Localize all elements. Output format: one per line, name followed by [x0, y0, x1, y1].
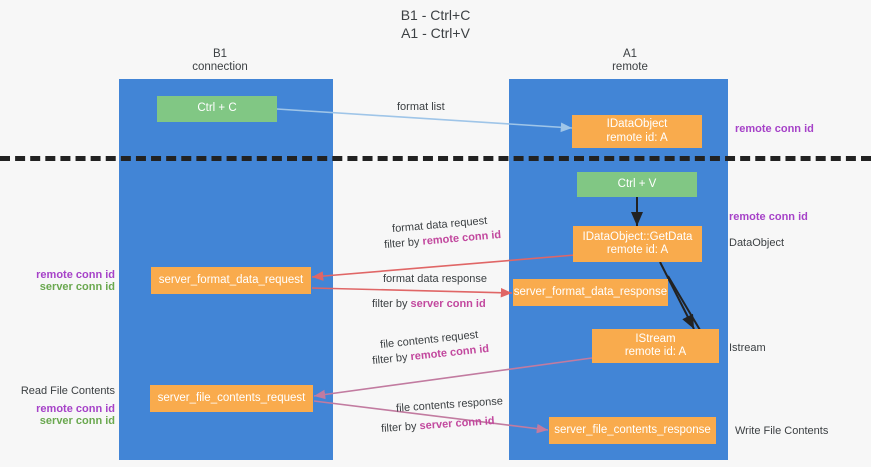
annotation-remote-conn-id-mid: remote conn id [729, 211, 808, 223]
label-file-contents-request-filter-prefix: filter by [371, 351, 412, 368]
box-server-format-data-request[interactable]: server_format_data_request [151, 267, 311, 294]
lane-header-b1: B1 connection [140, 48, 300, 74]
label-file-contents-response: file contents response [395, 395, 504, 415]
edge-format-data-response [311, 287, 513, 298]
label-file-contents-response-filter-prefix: filter by [380, 420, 420, 435]
label-format-data-response-filter: filter by server conn id [372, 298, 486, 311]
annotation-left-remote-conn-id-2: remote conn id [36, 403, 115, 415]
label-format-data-response: format data response [383, 273, 487, 285]
label-format-list: format list [397, 101, 445, 113]
box-server-format-data-response-line1: server_format_data_response [513, 285, 668, 298]
box-idataobject-remote[interactable]: IDataObject remote id: A [572, 115, 702, 148]
title-line-2: A1 - Ctrl+V [401, 25, 470, 41]
annotation-remote-conn-id-top: remote conn id [735, 123, 814, 135]
box-istream-line2: remote id: A [624, 346, 687, 358]
box-ctrl-c-line1: Ctrl + C [197, 102, 237, 115]
box-server-file-contents-request-line1: server_file_contents_request [157, 391, 306, 404]
box-server-file-contents-response-line1: server_file_contents_response [554, 423, 711, 436]
label-file-contents-response-filter: filter by server conn id [381, 415, 495, 436]
box-getdata[interactable]: IDataObject::GetData remote id: A [573, 226, 702, 262]
label-format-data-response-filter-key: server conn id [410, 298, 486, 310]
box-server-file-contents-request[interactable]: server_file_contents_request [150, 385, 313, 412]
box-idataobject-remote-line1: IDataObject [606, 118, 668, 130]
label-file-contents-response-filter-key: server conn id [419, 415, 495, 433]
box-ctrl-v[interactable]: Ctrl + V [577, 172, 697, 197]
annotation-left-remote-conn-id: remote conn id [36, 269, 115, 281]
box-server-format-data-request-line1: server_format_data_request [158, 273, 304, 286]
box-istream-line1: IStream [635, 332, 676, 345]
annotation-left-server-conn-id: server conn id [39, 281, 115, 293]
lane-header-a1: A1 remote [540, 48, 720, 74]
box-getdata-line1: IDataObject::GetData [582, 230, 693, 243]
phase-divider [0, 156, 871, 161]
lane-header-b1-line2: connection [192, 61, 248, 73]
box-server-file-contents-response[interactable]: server_file_contents_response [549, 417, 716, 444]
label-format-data-response-filter-prefix: filter by [372, 298, 411, 310]
box-istream[interactable]: IStream remote id: A [592, 329, 719, 363]
annotation-read-file-contents: Read File Contents [20, 385, 115, 397]
box-server-format-data-response[interactable]: server_format_data_response [513, 279, 668, 306]
box-getdata-line2: remote id: A [606, 244, 669, 256]
annotation-istream: Istream [729, 342, 766, 354]
page-title: B1 - Ctrl+C A1 - Ctrl+V [0, 6, 871, 42]
annotation-left-server-conn-id-2: server conn id [39, 415, 115, 427]
annotation-write-file-contents: Write File Contents [735, 425, 829, 437]
annotation-dataobject: DataObject [729, 237, 785, 249]
box-idataobject-remote-line2: remote id: A [606, 131, 668, 144]
lane-header-a1-line2: remote [612, 61, 648, 73]
box-ctrl-c[interactable]: Ctrl + C [157, 96, 277, 122]
lane-header-a1-line1: A1 [622, 48, 638, 60]
lane-header-b1-line1: B1 [212, 48, 228, 60]
label-format-data-request-filter-prefix: filter by [383, 235, 424, 252]
box-ctrl-v-line1: Ctrl + V [617, 177, 657, 190]
title-line-1: B1 - Ctrl+C [400, 7, 471, 23]
